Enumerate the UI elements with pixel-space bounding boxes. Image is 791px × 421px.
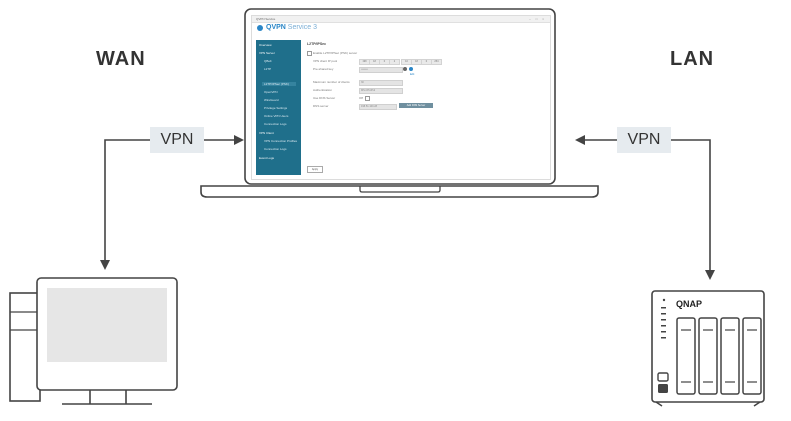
app-title: QVPN Service 3 (266, 24, 317, 31)
show-password-icon[interactable] (403, 67, 407, 71)
ip-pool-segment[interactable]: 254 (431, 59, 442, 65)
app-header: QVPN Service 3 (252, 23, 550, 34)
desktop-pc-icon (9, 277, 178, 405)
sidebar-item-vpn-server[interactable]: VPN Server (259, 51, 275, 55)
psk-edit-link[interactable]: Edit (410, 73, 415, 76)
arrow-down-icon (100, 260, 110, 270)
sidebar-item-overview[interactable]: Overview (259, 43, 272, 47)
enable-server-label: Enable L2TP/IPSec (PSK) server (313, 51, 358, 55)
dns-checkbox[interactable] (365, 96, 370, 101)
laptop-screen: QVPN Service – □ × QVPN Service 3 Overvi… (251, 15, 551, 180)
info-icon[interactable] (409, 67, 413, 71)
nas-brand-logo: QNAP (676, 299, 702, 309)
window-title: QVPN Service (256, 17, 276, 21)
arrow-left-icon (575, 135, 585, 145)
psk-field[interactable]: •••••••• (359, 67, 403, 73)
sidebar-item-privilege-settings[interactable]: Privilege Settings (264, 106, 288, 110)
sidebar-item-online-vpn-users[interactable]: Online VPN Users (264, 114, 289, 118)
sidebar-item-openvpn[interactable]: OpenVPN (264, 90, 278, 94)
sidebar-active-highlight (262, 82, 296, 86)
arrow-down-icon (705, 270, 715, 280)
vpn-tag-wan: VPN (150, 127, 204, 153)
auth-label: Authentication (313, 88, 333, 92)
sidebar-item-vpn-client[interactable]: VPN Client (259, 131, 274, 135)
enable-server-checkbox[interactable] (307, 51, 312, 56)
dns-server-label: DNS server (313, 104, 329, 108)
window-titlebar: QVPN Service – □ × (252, 16, 550, 23)
nas-device-icon: QNAP (651, 290, 765, 407)
arrow-right-icon (234, 135, 244, 145)
max-clients-select[interactable]: 30 (359, 80, 403, 86)
sidebar-item-event-logs[interactable]: Event Logs (259, 156, 275, 160)
max-clients-label: Maximum number of clients (313, 80, 350, 84)
qvpn-logo-icon (257, 25, 263, 31)
wan-label: WAN (96, 48, 146, 70)
window-controls[interactable]: – □ × (529, 17, 546, 21)
lan-label: LAN (670, 48, 715, 70)
auth-select[interactable]: MS-CHAPv2 (359, 88, 403, 94)
ip-pool-label: VPN client IP pool (313, 59, 338, 63)
sidebar-item-client-connection-logs[interactable]: Connection Logs (264, 147, 287, 151)
sidebar-item-l2tp-ipsec[interactable]: L2TP/IPSec (PSK) (264, 82, 289, 86)
sidebar-item-connection-logs[interactable]: Connection Logs (264, 122, 287, 126)
lan-connector-line-2 (671, 139, 711, 270)
dns-toggle-value: Off (359, 96, 363, 100)
sidebar-item-qbelt[interactable]: QBelt (264, 59, 272, 63)
panel-title: L2TP/IPSec (307, 42, 327, 46)
dns-label: Use DNS Server (313, 96, 336, 100)
dns-server-field[interactable]: 198.51.100.28 (359, 104, 397, 110)
sidebar: Overview VPN Server QBelt L2TP L2TP/IPSe… (256, 40, 301, 175)
ip-pool-segment[interactable]: 2 (389, 59, 400, 65)
sidebar-item-l2tp[interactable]: L2TP (264, 67, 272, 71)
add-dns-server-button[interactable]: Add DNS Server (399, 103, 433, 108)
sidebar-item-wireguard[interactable]: WireGuard (264, 98, 279, 102)
psk-label: Pre-shared key (313, 67, 334, 71)
vpn-tag-lan: VPN (617, 127, 671, 153)
laptop-lid (244, 8, 556, 185)
wan-connector-line (104, 139, 150, 262)
apply-button[interactable]: Apply (307, 166, 323, 173)
laptop-trackpad-notch (359, 186, 441, 193)
sidebar-item-vpn-connection-profiles[interactable]: VPN Connection Profiles (264, 139, 298, 143)
settings-panel: L2TP/IPSec Enable L2TP/IPSec (PSK) serve… (307, 42, 547, 177)
